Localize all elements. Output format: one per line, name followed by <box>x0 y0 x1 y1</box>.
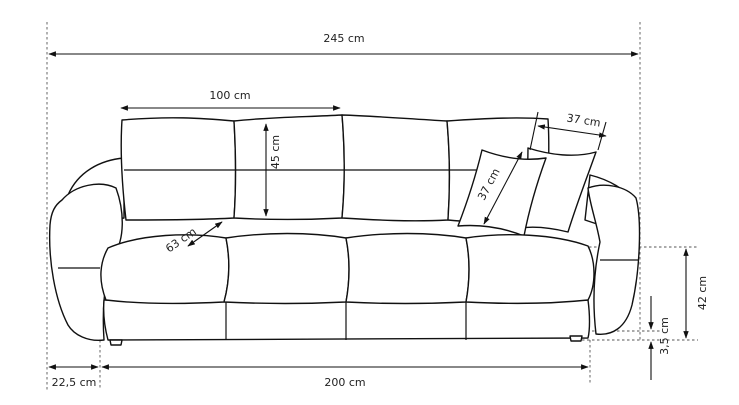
back-cushion-1 <box>120 117 237 221</box>
left-leg <box>109 339 123 346</box>
back-cushion-height-label: 45 cm <box>269 135 282 169</box>
back-cushion-width-label: 100 cm <box>209 89 250 102</box>
seat-cushion-2 <box>223 232 350 305</box>
pillow-height-line <box>483 151 523 225</box>
armrest-width-label: 22,5 cm <box>52 376 97 389</box>
dimension-lines <box>48 51 689 380</box>
seat-cushion-4 <box>465 234 595 305</box>
pillow-width-label: 37 cm <box>566 111 602 129</box>
leg-height-label: 3,5 cm <box>658 317 671 355</box>
sofa-drawing <box>48 114 641 346</box>
total-width-label: 245 cm <box>323 32 364 45</box>
seat-height-label: 42 cm <box>696 276 709 310</box>
left-armrest <box>48 183 123 342</box>
pillow-width-ext-left <box>529 111 539 151</box>
back-cushion-2 <box>233 114 345 221</box>
pillow-width-ext-right <box>597 121 607 151</box>
seat-cushion-3 <box>345 232 470 305</box>
seat-width-label: 200 cm <box>324 376 365 389</box>
back-cushion-3 <box>341 114 451 222</box>
pillow-width-line <box>537 124 607 138</box>
right-leg <box>569 335 583 342</box>
dimension-labels: 245 cm 100 cm 45 cm 37 cm 37 cm 63 cm 42… <box>52 32 709 389</box>
seat-depth-line <box>187 221 223 247</box>
